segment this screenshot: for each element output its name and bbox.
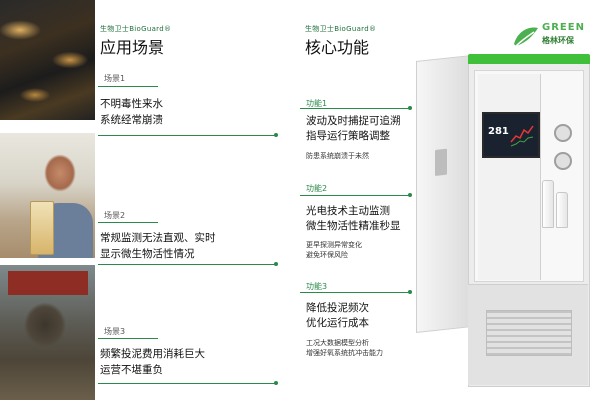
cabinet-top-accent xyxy=(468,54,590,64)
function1-line2: 指导运行策略调整 xyxy=(306,130,390,142)
function3-text: 降低投泥频次 优化运行成本 xyxy=(306,301,369,331)
function1-connector-dot xyxy=(408,106,412,110)
control-panel xyxy=(478,74,541,280)
function2-line1: 光电技术主动监测 xyxy=(306,205,390,217)
function3-note2: 增强好氧系统抗冲击能力 xyxy=(306,349,383,357)
left-brand-label: 生物卫士BioGuard® xyxy=(100,25,172,33)
function2-notes: 更早探测异常变化 避免环保风险 xyxy=(306,240,362,260)
scene3-underline xyxy=(98,383,276,384)
scene2-text: 常规监测无法直观、实时 显示微生物活性情况 xyxy=(100,230,216,262)
function3-notes: 工况大数据模型分析 增强好氧系统抗冲击能力 xyxy=(306,338,383,358)
scene3-photo-truck xyxy=(0,265,95,400)
scene2-divider xyxy=(98,222,158,223)
reagent-bottle-icon xyxy=(542,180,554,228)
scene1-tag: 场景1 xyxy=(104,74,126,83)
function3-connector-dot xyxy=(408,290,412,294)
right-heading: 核心功能 xyxy=(305,38,370,57)
scene1-underline xyxy=(98,135,276,136)
scene1-divider xyxy=(98,86,158,87)
function2-note1: 更早探测异常变化 xyxy=(306,241,362,249)
scene1-connector-dot xyxy=(274,133,278,137)
function1-tag: 功能1 xyxy=(306,99,328,108)
function3-tag: 功能3 xyxy=(306,282,328,291)
scene3-divider xyxy=(98,338,158,339)
logo-text-en: GREEN xyxy=(542,22,585,33)
scene1-line1: 不明毒性来水 xyxy=(100,98,163,110)
cabinet-door xyxy=(416,55,472,333)
scene2-tag: 场景2 xyxy=(104,211,126,220)
leaf-logo-icon xyxy=(514,27,538,47)
reagent-bottle-icon xyxy=(556,192,568,228)
function3-note1: 工况大数据模型分析 xyxy=(306,339,369,347)
ventilation-grille xyxy=(486,310,572,356)
scene1-photo-sludge xyxy=(0,0,95,120)
scene3-tag: 场景3 xyxy=(104,327,126,336)
scene2-line2: 显示微生物活性情况 xyxy=(100,248,195,260)
scene3-line1: 频繁投泥费用消耗巨大 xyxy=(100,348,205,360)
function2-note2: 避免环保风险 xyxy=(306,251,348,259)
scene3-text: 频繁投泥费用消耗巨大 运营不堪重负 xyxy=(100,346,205,378)
pressure-gauge-icon xyxy=(554,152,572,170)
function2-tag: 功能2 xyxy=(306,184,328,193)
screen-graph-icon xyxy=(510,125,534,147)
door-handle xyxy=(435,148,447,176)
logo-text-cn: 格林环保 xyxy=(542,36,574,45)
right-brand-label: 生物卫士BioGuard® xyxy=(305,25,377,33)
function1-connector xyxy=(300,108,410,109)
function3-connector xyxy=(300,292,410,293)
monitor-screen: 281 xyxy=(482,112,540,158)
function1-line1: 波动及时捕捉可追溯 xyxy=(306,115,401,127)
bioguard-cabinet: 281 xyxy=(408,52,593,392)
function1-note: 防患系统崩溃于未然 xyxy=(306,152,369,160)
function3-line2: 优化运行成本 xyxy=(306,317,369,329)
scene1-text: 不明毒性来水 系统经常崩溃 xyxy=(100,96,163,128)
scene3-line2: 运营不堪重负 xyxy=(100,364,163,376)
scene1-line2: 系统经常崩溃 xyxy=(100,114,163,126)
sample-jar xyxy=(30,201,54,255)
truck-bed xyxy=(8,271,88,295)
scene2-underline xyxy=(98,264,276,265)
function2-connector-dot xyxy=(408,193,412,197)
function2-connector xyxy=(300,195,410,196)
scene2-connector-dot xyxy=(274,262,278,266)
scene3-connector-dot xyxy=(274,381,278,385)
function2-line2: 微生物活性精准秒显 xyxy=(306,220,401,232)
function3-line1: 降低投泥频次 xyxy=(306,302,369,314)
screen-value: 281 xyxy=(488,126,509,137)
pressure-gauge-icon xyxy=(554,124,572,142)
scene2-photo-inspector xyxy=(0,133,95,258)
green-logo: GREEN 格林环保 xyxy=(512,22,596,56)
left-heading: 应用场景 xyxy=(100,38,165,57)
function1-text: 波动及时捕捉可追溯 指导运行策略调整 xyxy=(306,114,401,144)
scene2-line1: 常规监测无法直观、实时 xyxy=(100,232,216,244)
function2-text: 光电技术主动监测 微生物活性精准秒显 xyxy=(306,204,401,234)
